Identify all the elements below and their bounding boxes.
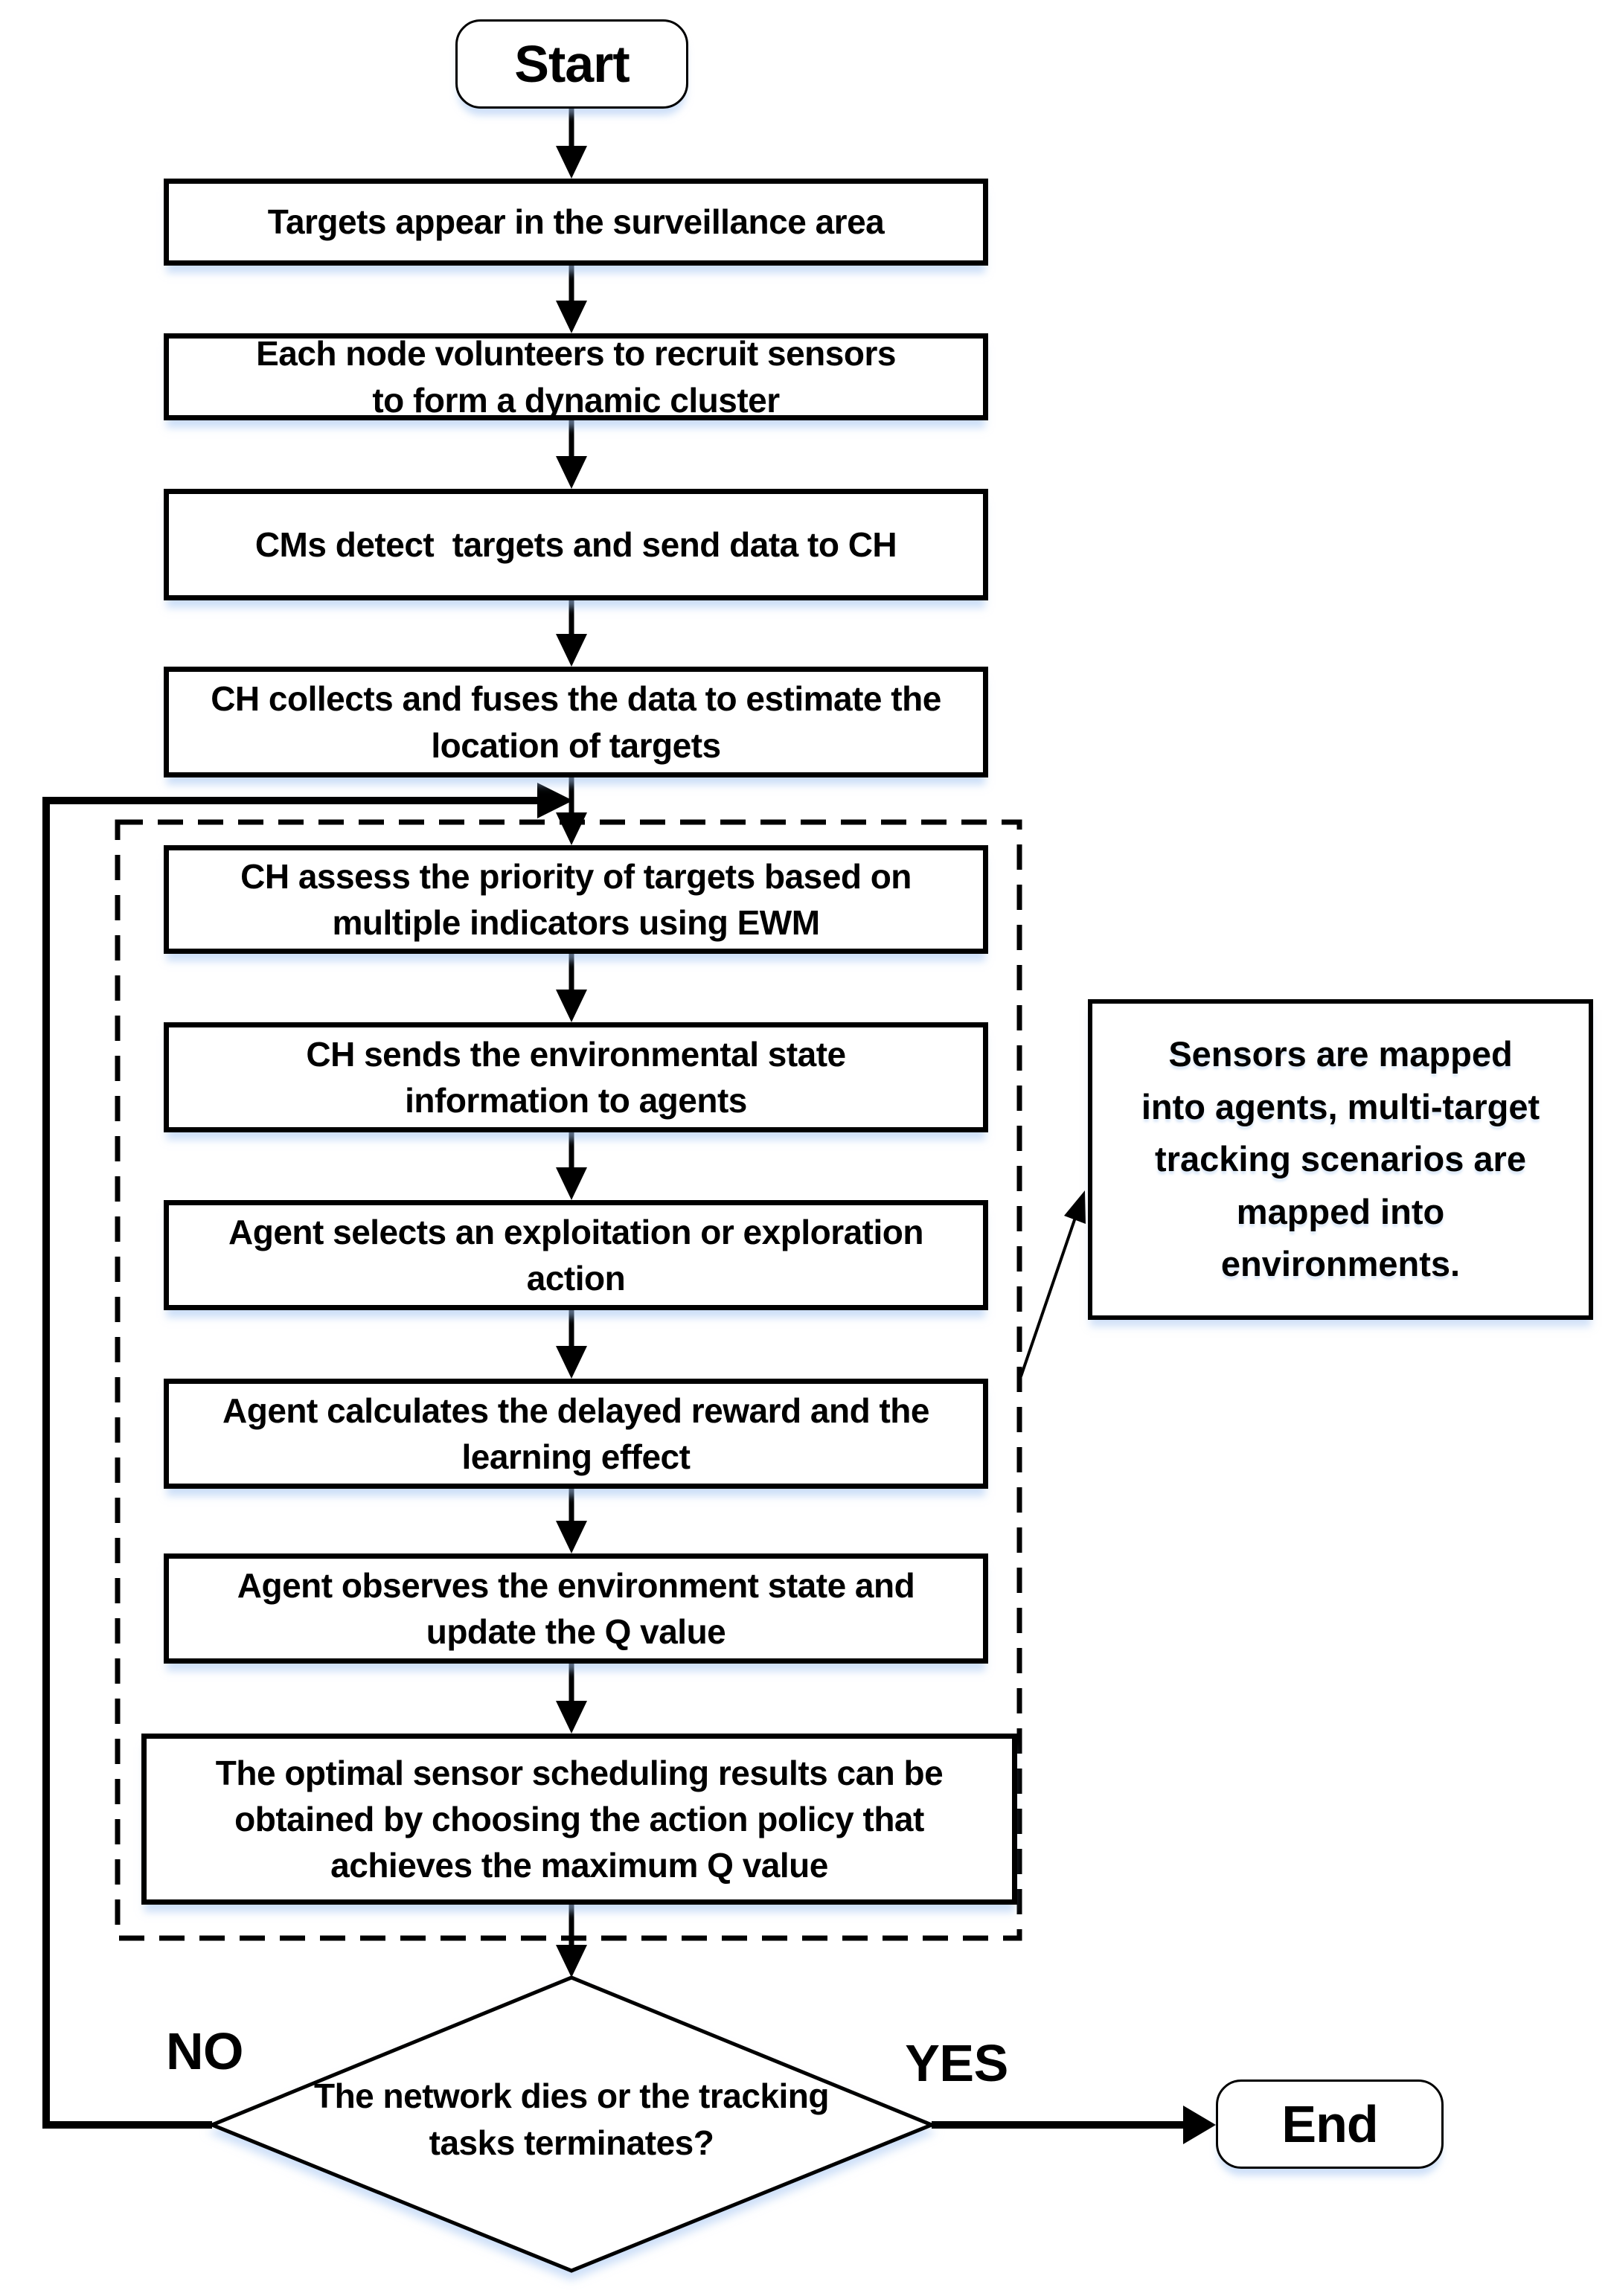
process-step-label: Agent observes the environment state and… xyxy=(237,1565,924,1651)
arrowhead-icon xyxy=(556,1521,587,1553)
process-step-ch-sends-state: CH sends the environmental state informa… xyxy=(164,1022,988,1132)
process-step-label: Agent calculates the delayed reward and … xyxy=(222,1391,939,1476)
end-label: End xyxy=(1281,2095,1378,2153)
no-loop-arrowhead-icon xyxy=(537,783,573,818)
arrowhead-icon xyxy=(556,990,587,1022)
arrowhead-icon xyxy=(556,456,587,489)
start-label: Start xyxy=(514,35,630,93)
no-loop-connector xyxy=(42,797,537,2129)
arrowhead-icon xyxy=(556,1945,587,1978)
process-step-label: Targets appear in the surveillance area xyxy=(267,202,885,242)
end-node: End xyxy=(1216,2079,1444,2169)
arrowhead-icon xyxy=(556,1167,587,1200)
process-step-agent-observes-q: Agent observes the environment state and… xyxy=(164,1553,988,1664)
arrowhead-icon xyxy=(556,146,587,179)
process-step-ch-assess-priority: CH assess the priority of targets based … xyxy=(164,845,988,954)
arrowhead-icon xyxy=(556,1346,587,1379)
process-step-label: CH assess the priority of targets based … xyxy=(240,856,921,942)
annotation-box: Sensors are mapped into agents, multi-ta… xyxy=(1088,999,1593,1320)
annotation-arrowhead-icon xyxy=(1064,1190,1086,1224)
process-step-agent-selects-action: Agent selects an exploitation or explora… xyxy=(164,1200,988,1310)
process-step-label: CMs detect targets and send data to CH xyxy=(254,525,897,564)
process-step-label: CH sends the environmental state informa… xyxy=(306,1034,855,1120)
annotation-arrow-line xyxy=(1019,1210,1079,1377)
arrowhead-icon xyxy=(556,1701,587,1734)
arrowhead-icon xyxy=(556,812,587,845)
start-node: Start xyxy=(455,19,688,109)
process-step-optimal-scheduling: The optimal sensor scheduling results ca… xyxy=(141,1734,1017,1905)
process-step-label: Agent selects an exploitation or explora… xyxy=(228,1212,933,1298)
yes-arrowhead-icon xyxy=(1183,2106,1216,2144)
process-step-targets-appear: Targets appear in the surveillance area xyxy=(164,179,988,266)
process-step-label: The optimal sensor scheduling results ca… xyxy=(215,1753,952,1885)
decision-label: The network dies or the tracking tasks t… xyxy=(313,2077,830,2162)
yes-branch-label: YES xyxy=(905,2034,1008,2092)
annotation-text: Sensors are mapped into agents, multi-ta… xyxy=(1141,1034,1540,1284)
process-step-label: Each node volunteers to recruit sensors … xyxy=(256,334,906,420)
process-step-label: CH collects and fuses the data to estima… xyxy=(211,679,951,765)
process-step-node-volunteers: Each node volunteers to recruit sensors … xyxy=(164,333,988,420)
arrowhead-icon xyxy=(556,634,587,667)
decision-diamond xyxy=(207,1975,937,2273)
arrowhead-icon xyxy=(556,301,587,333)
process-step-cms-detect: CMs detect targets and send data to CH xyxy=(164,489,988,600)
process-step-ch-collects: CH collects and fuses the data to estima… xyxy=(164,667,988,777)
no-branch-label: NO xyxy=(166,2022,244,2080)
process-step-agent-calculates-reward: Agent calculates the delayed reward and … xyxy=(164,1379,988,1489)
